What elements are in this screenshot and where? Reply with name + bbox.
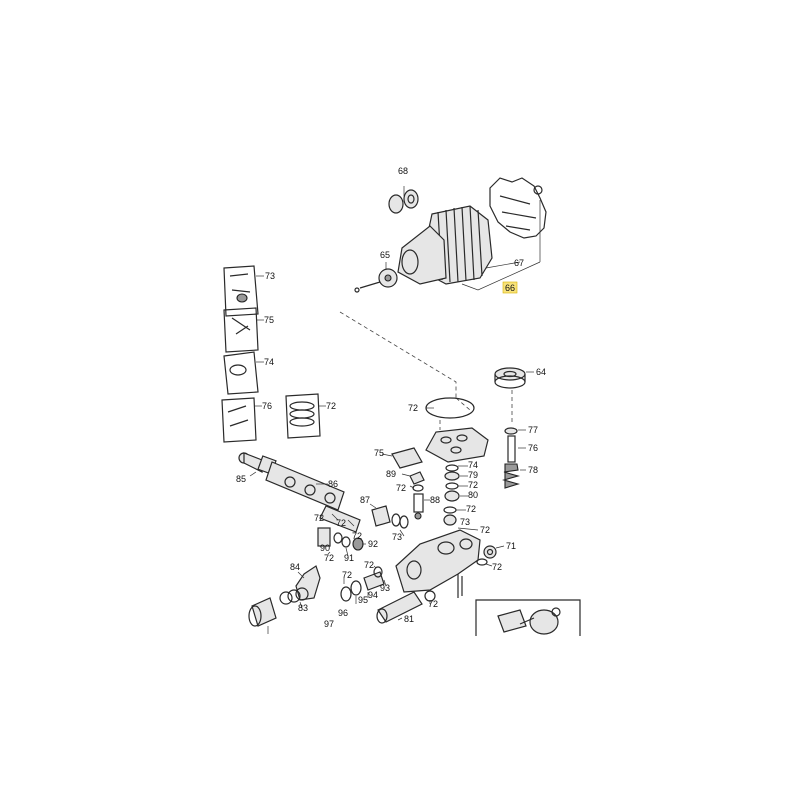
elbow-fitting-part — [295, 565, 321, 601]
callout-90: 90 — [320, 543, 330, 553]
callout-67: 67 — [514, 258, 524, 268]
callout-86: 86 — [328, 479, 338, 489]
callout-78: 78 — [528, 465, 538, 475]
callout-64: 64 — [536, 367, 546, 377]
callout-72-m: 72 — [428, 599, 438, 609]
callout-71: 71 — [506, 541, 516, 551]
valve-column-left — [401, 471, 430, 520]
detail-inset — [475, 599, 581, 636]
callout-66-highlight — [502, 281, 518, 294]
callout-96: 96 — [338, 608, 348, 618]
seal-kit-bags — [221, 265, 326, 443]
callout-72-g: 72 — [352, 531, 362, 541]
callout-97: 97 — [324, 619, 334, 629]
callout-68: 68 — [398, 166, 408, 176]
callout-75: 75 — [374, 448, 384, 458]
callout-73: 73 — [460, 517, 470, 527]
piston-manifold-part — [238, 452, 361, 533]
callout-72-b: 72 — [468, 480, 478, 490]
callout-76: 76 — [528, 443, 538, 453]
callout-72-l: 72 — [342, 570, 352, 580]
seal-ring-part — [494, 367, 534, 389]
callout-65: 65 — [380, 250, 390, 260]
small-fittings — [317, 503, 409, 557]
motor-assembly — [339, 177, 547, 411]
callout-91: 91 — [344, 553, 354, 563]
callout-72-a: 72 — [396, 483, 406, 493]
kit-bag — [221, 397, 262, 443]
kit-bag — [223, 265, 264, 317]
cylinder-head-part — [425, 427, 489, 463]
fan-part — [489, 177, 547, 239]
callout-92: 92 — [368, 539, 378, 549]
callout-88: 88 — [430, 495, 440, 505]
callout-labels: 68 67 66 65 64 73 75 74 76 72 72 77 76 7… — [236, 166, 546, 629]
swash-plate-part — [354, 268, 398, 293]
callout-93: 93 — [380, 583, 390, 593]
callout-85: 85 — [236, 474, 246, 484]
callout-74-kit: 74 — [264, 357, 274, 367]
callout-87: 87 — [360, 495, 370, 505]
kit-bag — [285, 393, 326, 439]
callout-76-kit: 76 — [262, 401, 272, 411]
callout-94: 94 — [368, 590, 378, 600]
callout-74: 74 — [468, 460, 478, 470]
callout-84: 84 — [290, 562, 300, 572]
pump-body-part — [395, 529, 481, 598]
callout-95: 95 — [358, 595, 368, 605]
callout-89: 89 — [386, 469, 396, 479]
bearing-part — [388, 189, 419, 214]
pump-head-assembly — [381, 397, 489, 531]
valve-stack-right — [494, 367, 534, 489]
callout-72-e: 72 — [314, 513, 324, 523]
callout-72-oring: 72 — [408, 403, 418, 413]
callout-72-kit: 72 — [326, 401, 336, 411]
callout-72-h: 72 — [324, 553, 334, 563]
callout-73-b: 73 — [392, 532, 402, 542]
kit-bag — [223, 307, 264, 353]
coupling-part — [279, 587, 309, 609]
callout-72-c: 72 — [466, 504, 476, 514]
callout-72-i: 72 — [492, 562, 502, 572]
motor-housing-part — [397, 205, 493, 285]
callout-72-f: 72 — [336, 518, 346, 528]
valve-stack-middle — [443, 464, 479, 531]
callout-75-kit: 75 — [264, 315, 274, 325]
callout-73-kit: 73 — [265, 271, 275, 281]
callout-77: 77 — [528, 425, 538, 435]
kit-bag — [223, 351, 264, 395]
callout-66: 66 — [505, 283, 515, 293]
callout-83: 83 — [298, 603, 308, 613]
outlet-fittings — [340, 565, 387, 604]
inlet-pipe-part — [376, 590, 436, 624]
callout-81: 81 — [404, 614, 414, 624]
callout-79: 79 — [468, 470, 478, 480]
callout-72-d: 72 — [480, 525, 490, 535]
quick-connect-part — [248, 597, 277, 634]
callout-80: 80 — [468, 490, 478, 500]
callout-72-j: 72 — [364, 560, 374, 570]
